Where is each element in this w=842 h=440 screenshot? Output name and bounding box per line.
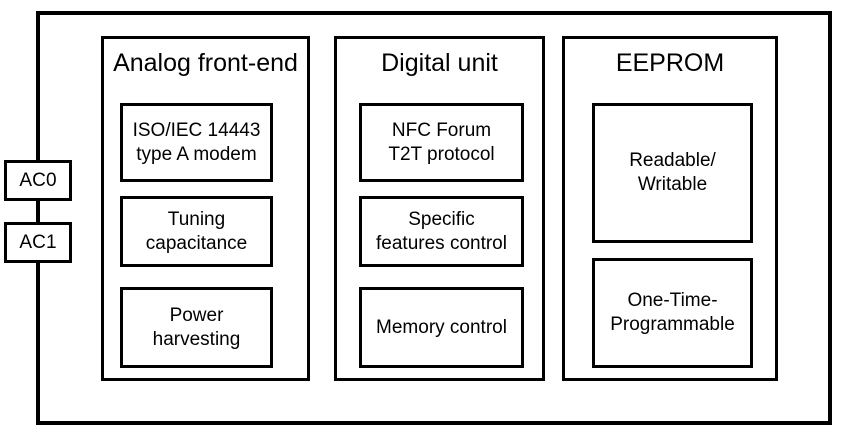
iso-iec-14443-type-a-modem-block: ISO/IEC 14443 type A modem — [120, 103, 273, 182]
readable-writable-line1: Readable/ — [629, 150, 716, 172]
digital-unit-title: Digital unit — [381, 49, 498, 77]
iso-iec-14443-type-a-modem-line1: ISO/IEC 14443 — [132, 119, 261, 141]
analog-front-end-title: Analog front-end — [113, 49, 298, 77]
antenna-pad-connector-line — [36, 199, 40, 224]
ac1-pad-label: AC1 — [19, 232, 57, 253]
one-time-programmable-block: One-Time- Programmable — [592, 258, 753, 368]
power-harvesting-line2: harvesting — [152, 328, 241, 350]
readable-writable-block: Readable/ Writable — [592, 103, 753, 243]
ac0-pad-label: AC0 — [19, 170, 57, 191]
memory-control-block: Memory control — [359, 287, 524, 368]
one-time-programmable-line2: Programmable — [610, 314, 735, 335]
power-harvesting-line1: Power — [169, 304, 224, 326]
nfc-forum-t2t-protocol-line2: T2T protocol — [388, 143, 495, 165]
ac1-pad: AC1 — [4, 222, 72, 263]
eeprom-group: EEPROM Readable/ Writable One-Time- Prog… — [562, 36, 778, 381]
memory-control-line1: Memory control — [376, 316, 507, 338]
nfc-forum-t2t-protocol-block: NFC Forum T2T protocol — [359, 103, 524, 182]
ac0-pad: AC0 — [4, 160, 72, 201]
tuning-capacitance-line1: Tuning — [167, 208, 226, 230]
tuning-capacitance-line2: capacitance — [145, 232, 248, 254]
digital-unit-group: Digital unit NFC Forum T2T protocol Spec… — [334, 36, 545, 381]
one-time-programmable-line1: One-Time- — [627, 290, 718, 312]
tuning-capacitance-block: Tuning capacitance — [120, 196, 273, 267]
iso-iec-14443-type-a-modem-line2: type A modem — [136, 143, 257, 165]
specific-features-control-line1: Specific — [408, 208, 475, 230]
analog-front-end-group: Analog front-end ISO/IEC 14443 type A mo… — [101, 36, 310, 381]
eeprom-title: EEPROM — [615, 49, 725, 77]
power-harvesting-block: Power harvesting — [120, 287, 273, 368]
specific-features-control-line2: features control — [376, 232, 507, 254]
nfc-forum-t2t-protocol-line1: NFC Forum — [391, 119, 492, 141]
specific-features-control-block: Specific features control — [359, 196, 524, 267]
readable-writable-line2: Writable — [637, 174, 708, 195]
